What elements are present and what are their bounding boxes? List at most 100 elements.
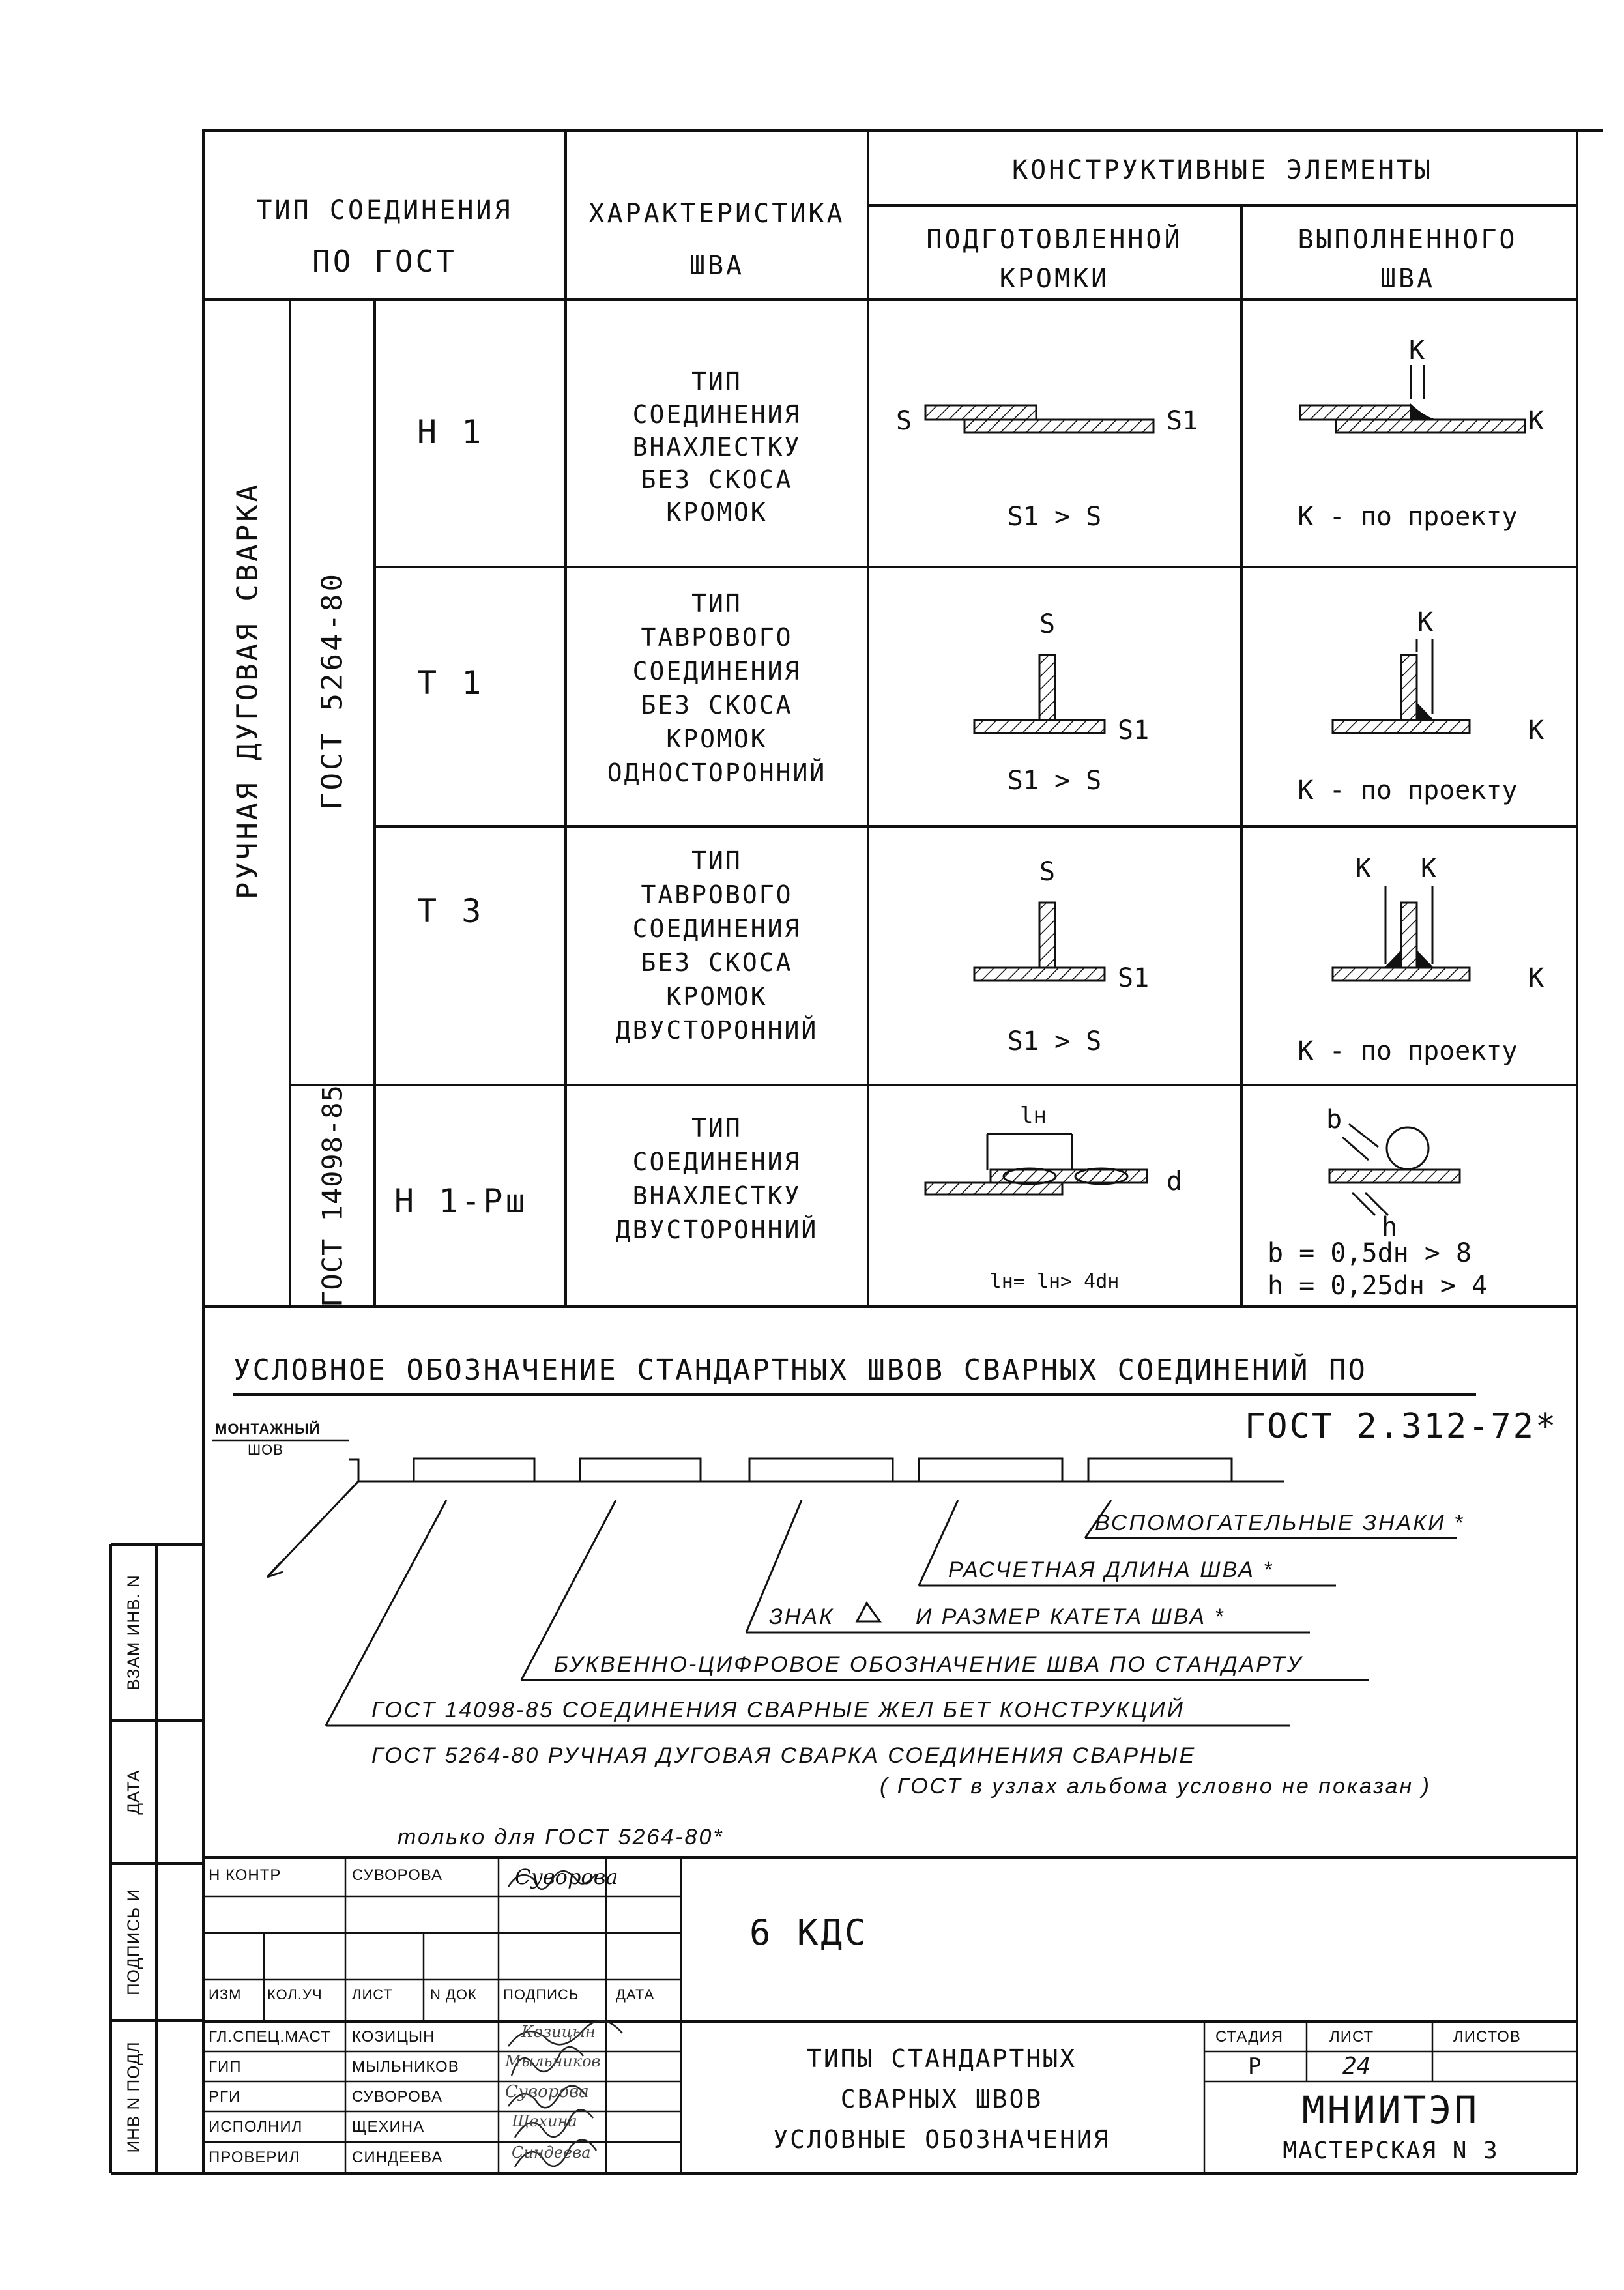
row3-desc-1: ТИП [691,847,742,875]
legend-line-aux-signs: ВСПОМОГАТЕЛЬНЫЕ ЗНАКИ * [1095,1511,1465,1535]
row4-b-label: b [1326,1105,1342,1135]
row2-desc-1: ТИП [691,589,742,618]
mount-label-1: МОНТАЖНЫЙ [215,1421,321,1437]
row3-k-right-label: К [1421,854,1437,884]
table-frame [202,129,1578,1308]
row1-desc-3: ВНАХЛЕСТКУ [632,433,802,461]
tb-role-1: ГЛ.СПЕЦ.МАСТ [209,2028,331,2046]
row2-s-label: S [1039,609,1056,639]
row2-desc-4: БЕЗ СКОСА [641,691,793,719]
row3-desc-5: КРОМОК [666,982,768,1011]
row4-h-label: h [1382,1212,1398,1242]
row2-desc-3: СОЕДИНЕНИЯ [632,657,802,686]
signature-proveril: Синдеева [512,2143,591,2162]
tb-stage-label: СТАДИЯ [1215,2028,1284,2046]
row3-desc-3: СОЕДИНЕНИЯ [632,914,802,943]
row3-prep-note: S1 > S [1007,1026,1102,1056]
row4-done-note-1: b = 0,5dн > 8 [1268,1238,1472,1268]
sketch-t3-done [1331,886,1471,982]
stamp-date: ДАТА [123,1769,143,1815]
row1-prep-note: S1 > S [1007,502,1102,532]
tb-name-3: СУВОРОВА [352,2088,443,2106]
sketch-h1rsh-done [1328,1123,1461,1217]
legend-title: УСЛОВНОЕ ОБОЗНАЧЕНИЕ СТАНДАРТНЫХ ШВОВ СВ… [233,1354,1367,1387]
row4-d-label: d [1167,1167,1183,1196]
header-char-line2: ШВА [689,251,745,281]
row2-desc-2: ТАВРОВОГО [641,623,793,652]
legend-gost: ГОСТ 2.312-72* [1245,1407,1558,1446]
tb-col-koluch: КОЛ.УЧ [267,1986,323,2003]
stamp-signature: ПОДПИСЬ И [123,1888,143,1996]
tb-role-4: ИСПОЛНИЛ [209,2118,303,2136]
tb-col-izm: ИЗМ [209,1986,242,2003]
row1-desc-1: ТИП [691,368,742,396]
tb-workshop: МАСТЕРСКАЯ N 3 [1283,2138,1499,2164]
signature-strokes [507,1870,623,2167]
stamp-inv-orig: ИНВ N ПОДЛ [123,2041,143,2153]
row4-desc-3: ВНАХЛЕСТКУ [632,1181,802,1210]
sketch-t1-done [1331,639,1471,734]
row1-desc-2: СОЕДИНЕНИЯ [632,400,802,429]
tb-sheet-title-2: СВАРНЫХ ШВОВ [840,2085,1043,2113]
row4-code: Н 1-Рш [394,1182,528,1220]
header-type-line1: ТИП СОЕДИНЕНИЯ [256,196,513,225]
tb-sheet-title-1: ТИПЫ СТАНДАРТНЫХ [806,2044,1077,2073]
row1-desc-4: БЕЗ СКОСА [641,465,793,494]
signature-rgi: Суворова [505,2082,589,2102]
row1-s-label: S [896,406,912,436]
legend-line-gost5264: ГОСТ 5264-80 РУЧНАЯ ДУГОВАЯ СВАРКА СОЕДИ… [371,1743,1196,1768]
row1-k-side-label: К [1528,406,1544,436]
header-done-line1: ВЫПОЛНЕННОГО [1298,225,1518,255]
row3-done-note: К - по проекту [1298,1036,1518,1066]
header-constructive: КОНСТРУКТИВНЫЕ ЭЛЕМЕНТЫ [1012,155,1433,185]
legend-lines [212,1393,1476,1727]
row2-desc-6: ОДНОСТОРОННИЙ [607,759,827,787]
mount-label-2: ШОВ [248,1442,283,1458]
tb-col-podpis: ПОДПИСЬ [503,1986,579,2003]
tb-doc-code: 6 КДС [749,1912,869,1953]
legend-line-gost14098: ГОСТ 14098-85 СОЕДИНЕНИЯ СВАРНЫЕ ЖЕЛ БЕТ… [371,1698,1185,1722]
header-type-line2: ПО ГОСТ [312,244,457,279]
row1-s1-label: S1 [1167,406,1198,436]
sketch-t3-prep [973,901,1106,982]
row3-k-left-label: К [1356,854,1372,884]
tb-role-5: ПРОВЕРИЛ [209,2149,300,2166]
signature-gl-spec: Козицын [521,2023,596,2041]
tb-stage-value: Р [1248,2053,1262,2080]
gost-label-5264: ГОСТ 5264-80 [315,572,349,810]
row4-ln-label: lн [1020,1103,1047,1129]
tb-col-ndok: N ДОК [430,1986,477,2003]
tb-sheet-title-3: УСЛОВНЫЕ ОБОЗНАЧЕНИЯ [773,2125,1110,2154]
legend-line-note: ( ГОСТ в узлах альбома условно не показа… [880,1774,1431,1799]
sketch-h1rsh-prep [924,1133,1148,1196]
row1-desc-5: КРОМОК [666,498,768,527]
legend-line-calc-length: РАСЧЕТНАЯ ДЛИНА ШВА * [948,1558,1274,1582]
row3-code: Т 3 [417,892,484,930]
tb-name-5: СИНДЕЕВА [352,2149,443,2166]
tb-name-1: КОЗИЦЫН [352,2028,435,2046]
header-done-line2: ШВА [1380,264,1436,294]
row4-desc-1: ТИП [691,1114,742,1142]
tb-name-2: МЫЛЬНИКОВ [352,2058,459,2076]
tb-nkontr-name: СУВОРОВА [352,1866,443,1884]
row3-s-label: S [1039,857,1056,887]
row3-desc-6: ДВУСТОРОННИЙ [615,1016,819,1045]
row3-k-side-label: К [1528,963,1544,993]
tb-list-label: ЛИСТ [1329,2028,1374,2046]
row2-code: Т 1 [417,664,484,702]
tb-name-4: ЩЕХИНА [352,2118,425,2136]
signature-gip: Мыльников [505,2052,601,2070]
row2-desc-5: КРОМОК [666,725,768,753]
sketch-t1-prep [973,654,1106,734]
row2-s1-label: S1 [1118,716,1150,746]
row4-desc-4: ДВУСТОРОННИЙ [615,1215,819,1244]
legend-line-sign-label: ЗНАК [769,1604,835,1629]
row1-k-label: К [1409,336,1425,366]
row2-done-note: К - по проекту [1298,775,1518,805]
row3-desc-4: БЕЗ СКОСА [641,948,793,977]
row3-s1-label: S1 [1118,963,1150,993]
row3-desc-2: ТАВРОВОГО [641,880,793,909]
row1-code: Н 1 [417,413,484,451]
legend-line-leg-size: И РАЗМЕР КАТЕТА ШВА * [916,1604,1225,1629]
